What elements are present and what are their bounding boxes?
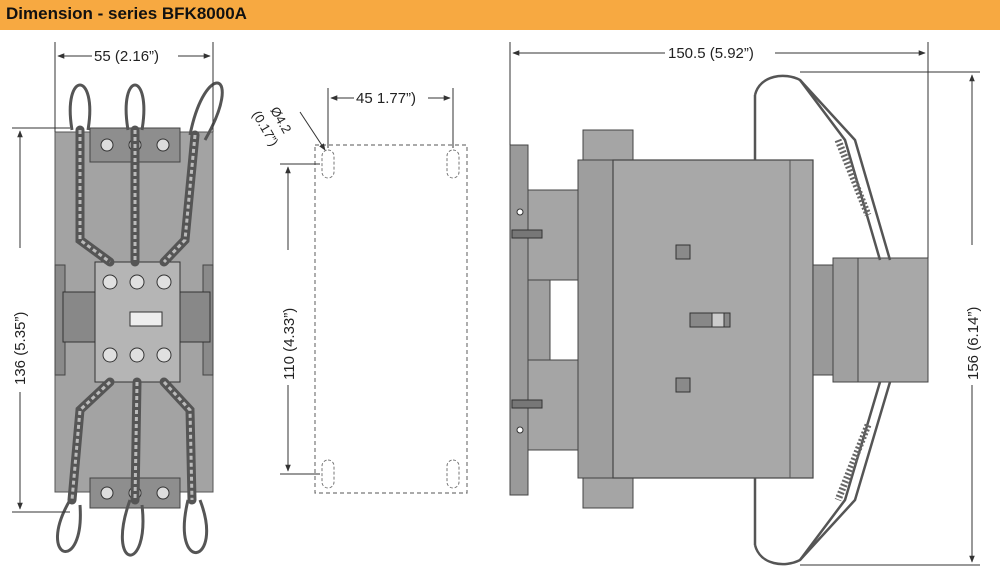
mounting-hole-top-left: [321, 149, 335, 179]
mounting-hole-top-right: [446, 149, 460, 179]
side-top-wire: [753, 74, 892, 261]
resistor-module: [857, 257, 929, 383]
side-bottom-coil: [834, 423, 872, 502]
side-view: 150.5 (5.92”) 156 (6.14”): [509, 42, 982, 566]
template-outline: [314, 144, 468, 494]
mounting-hole-bottom-left: [321, 459, 335, 489]
mounting-template: 45 1.77”) Ø4.2 (0.17”) 110 (4.33”): [249, 88, 468, 494]
din-rail-clip: [509, 144, 529, 496]
front-height-label: 136 (5.35”): [12, 312, 29, 385]
front-width-label: 55 (2.16”): [94, 48, 159, 65]
hole-spacing-label: 45 1.77”): [356, 90, 416, 107]
mounting-hole-bottom-right: [446, 459, 460, 489]
hole-height-label: 110 (4.33”): [281, 308, 298, 380]
side-bottom-wire: [753, 381, 892, 566]
side-depth-label: 150.5 (5.92”): [668, 45, 754, 62]
side-height-label: 156 (6.14”): [965, 307, 982, 380]
title-bar: Dimension - series BFK8000A: [0, 0, 1000, 30]
side-top-coil: [834, 138, 872, 217]
page-title: Dimension - series BFK8000A: [6, 4, 247, 23]
front-view: 55 (2.16”) 136 (5.35”): [12, 42, 224, 557]
